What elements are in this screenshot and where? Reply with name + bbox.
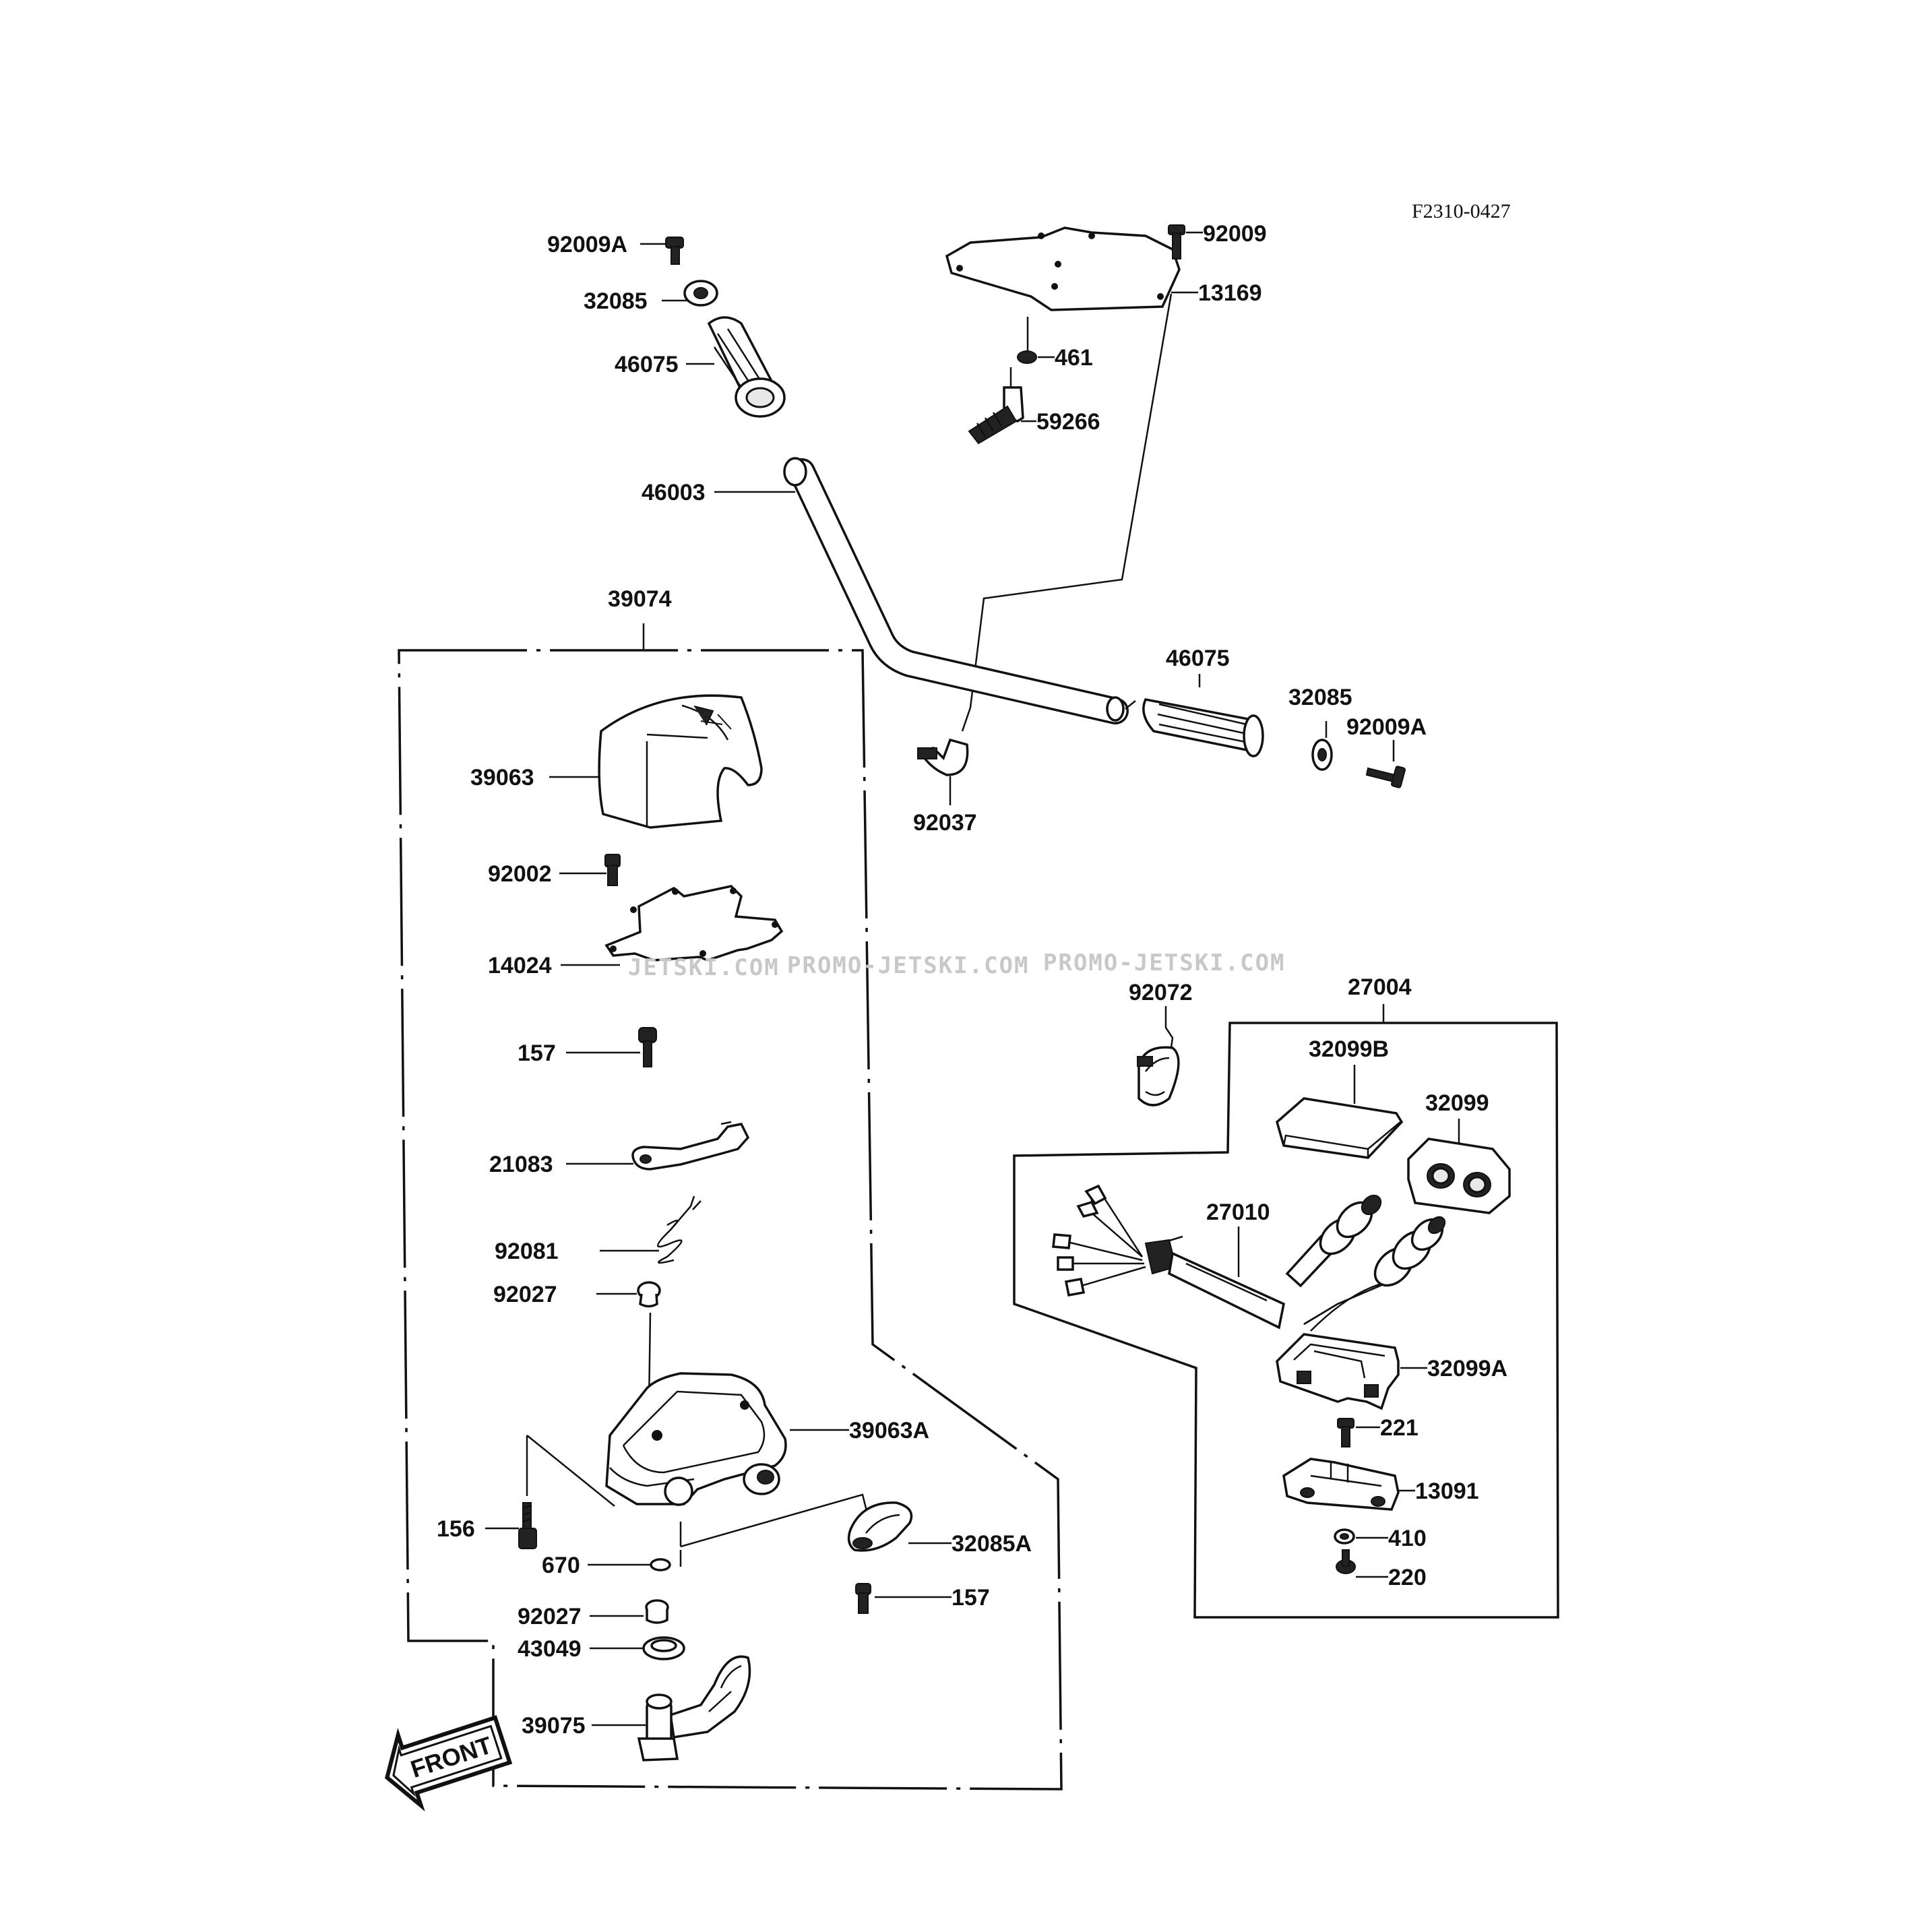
label-157-b: 157 bbox=[952, 1585, 990, 1611]
label-92072: 92072 bbox=[1129, 980, 1193, 1005]
part-92081-spring bbox=[600, 1195, 702, 1264]
label-39063: 39063 bbox=[470, 765, 534, 790]
watermark-text-3: PROMO-JETSKI.COM bbox=[1043, 949, 1286, 976]
part-39063-cover bbox=[549, 694, 763, 829]
part-32099B-pad bbox=[1276, 1065, 1404, 1159]
part-mount-plate bbox=[945, 226, 1181, 311]
label-13091: 13091 bbox=[1415, 1478, 1479, 1504]
label-13169: 13169 bbox=[1198, 280, 1262, 306]
label-43049: 43049 bbox=[518, 1636, 582, 1662]
part-92027-b bbox=[590, 1599, 669, 1624]
part-410 bbox=[1334, 1528, 1388, 1545]
part-46075-right bbox=[1142, 674, 1264, 757]
front-arrow: FRONT bbox=[385, 1715, 513, 1812]
part-21083-bracket bbox=[566, 1121, 750, 1171]
label-221: 221 bbox=[1380, 1415, 1419, 1441]
part-46075-top bbox=[686, 316, 786, 418]
label-32099A: 32099A bbox=[1427, 1356, 1507, 1381]
label-32085-right: 32085 bbox=[1288, 685, 1352, 710]
part-220 bbox=[1336, 1549, 1388, 1578]
label-92002: 92002 bbox=[488, 861, 552, 887]
part-32085-right bbox=[1311, 721, 1333, 771]
part-670-oring bbox=[588, 1558, 671, 1571]
label-14024: 14024 bbox=[488, 953, 552, 978]
label-39074: 39074 bbox=[608, 586, 672, 612]
part-32085A bbox=[847, 1501, 952, 1552]
watermark-text-1: JETSKI.COM bbox=[628, 954, 780, 981]
assembly-box-39074 bbox=[398, 649, 1063, 1790]
part-32099A-case bbox=[1276, 1333, 1427, 1410]
part-92009A-right bbox=[1365, 740, 1406, 788]
part-157-a bbox=[566, 1027, 657, 1067]
label-92027-a: 92027 bbox=[493, 1282, 557, 1307]
label-410: 410 bbox=[1388, 1526, 1427, 1551]
label-21083: 21083 bbox=[489, 1152, 553, 1177]
label-156: 156 bbox=[437, 1516, 475, 1542]
drawing-code: F2310-0427 bbox=[1412, 200, 1511, 222]
label-92009A-right: 92009A bbox=[1346, 714, 1427, 740]
part-39063A-housing bbox=[605, 1372, 849, 1506]
part-92072-clip bbox=[1137, 1006, 1180, 1107]
label-32085-top: 32085 bbox=[584, 288, 648, 314]
label-92037: 92037 bbox=[913, 810, 977, 836]
label-39075: 39075 bbox=[522, 1713, 586, 1739]
label-220: 220 bbox=[1388, 1565, 1427, 1590]
label-27010: 27010 bbox=[1206, 1199, 1270, 1225]
part-plug-left bbox=[1285, 1194, 1382, 1288]
part-92002 bbox=[559, 854, 621, 886]
label-670: 670 bbox=[542, 1553, 580, 1578]
part-13091 bbox=[1282, 1458, 1415, 1511]
label-92081: 92081 bbox=[495, 1239, 559, 1264]
watermark-text-2: PROMO-JETSKI.COM bbox=[787, 952, 1030, 979]
label-46075-top: 46075 bbox=[615, 352, 679, 377]
part-27010-harness bbox=[1052, 1184, 1385, 1330]
label-46075-right: 46075 bbox=[1166, 646, 1230, 671]
part-43049 bbox=[590, 1636, 685, 1660]
part-32099-block bbox=[1407, 1119, 1511, 1214]
part-59266 bbox=[968, 367, 1036, 445]
assembly-box-27004 bbox=[1013, 1022, 1559, 1619]
part-32085-top bbox=[662, 280, 718, 307]
label-32099B: 32099B bbox=[1309, 1036, 1389, 1062]
part-14024-gasket bbox=[561, 885, 784, 966]
part-92009 bbox=[1168, 224, 1203, 259]
label-46003: 46003 bbox=[642, 480, 706, 505]
part-92037 bbox=[917, 738, 969, 805]
label-461: 461 bbox=[1055, 345, 1093, 371]
label-27004: 27004 bbox=[1348, 974, 1412, 1000]
part-plug-right bbox=[1310, 1216, 1446, 1332]
part-39075-lever bbox=[592, 1655, 751, 1762]
label-32099: 32099 bbox=[1425, 1090, 1489, 1116]
part-92009A-top bbox=[640, 237, 684, 265]
label-32085A: 32085A bbox=[952, 1531, 1032, 1557]
part-221 bbox=[1337, 1418, 1380, 1447]
label-59266: 59266 bbox=[1036, 409, 1100, 435]
label-39063A: 39063A bbox=[849, 1418, 929, 1443]
watermark: JETSKI.COM PROMO-JETSKI.COM PROMO-JETSKI… bbox=[628, 949, 1286, 981]
part-461 bbox=[1017, 317, 1055, 364]
part-157-b bbox=[855, 1583, 952, 1614]
label-92027-b: 92027 bbox=[518, 1604, 582, 1629]
label-157-a: 157 bbox=[518, 1040, 556, 1066]
part-156-bolt bbox=[485, 1502, 537, 1549]
label-92009: 92009 bbox=[1203, 221, 1267, 247]
label-92009A-top: 92009A bbox=[547, 232, 627, 257]
part-46003-handlebar bbox=[783, 457, 1136, 724]
